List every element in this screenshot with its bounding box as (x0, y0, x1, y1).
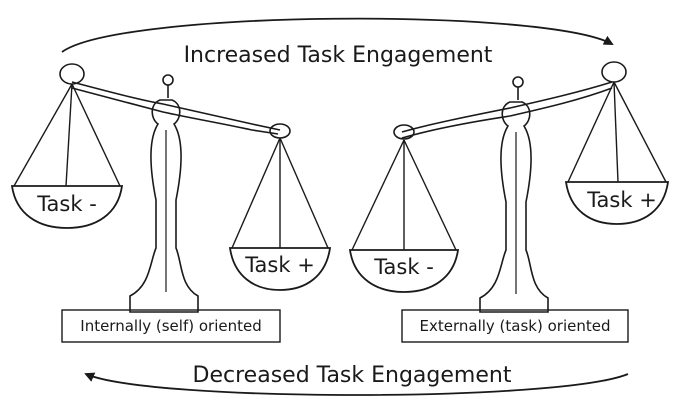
increase-caption: Increased Task Engagement (184, 43, 493, 68)
right-scale-low-pan (348, 249, 460, 293)
right-scale-scroll-left (393, 124, 415, 140)
right-scale-high-pan (564, 181, 670, 225)
left-scale-column (129, 99, 199, 313)
left-scale-low-pan (228, 247, 332, 291)
increase-arrow (61, 17, 614, 53)
left-scale-base-label: Internally (self) oriented (80, 317, 261, 335)
right-scale-high-pan-label: Task + (586, 188, 657, 212)
left-scale-scroll-left (59, 63, 85, 85)
left-scale-finial (162, 74, 174, 86)
right-scale-beam (401, 81, 613, 133)
right-scale-base (401, 309, 629, 343)
right-scale: Task - Task + Externally (task) oriented (348, 61, 670, 343)
left-scale-base (61, 309, 281, 343)
left-scale-high-pan-label: Task - (36, 192, 97, 216)
left-scale-high-pan (10, 185, 124, 229)
left-scale-scroll-right (269, 123, 291, 139)
left-scale-low-pan-label: Task + (244, 253, 315, 277)
right-scale-low-pan-label: Task - (373, 255, 434, 279)
right-scale-finial (512, 76, 524, 88)
decrease-caption: Decreased Task Engagement (193, 363, 512, 388)
left-scale-beam (71, 81, 281, 131)
right-scale-base-label: Externally (task) oriented (420, 317, 611, 335)
decrease-arrow (84, 372, 629, 396)
right-scale-scroll-right (601, 61, 627, 83)
right-scale-column (479, 101, 549, 313)
left-scale: Task - Task + Internally (self) oriented (10, 63, 332, 343)
